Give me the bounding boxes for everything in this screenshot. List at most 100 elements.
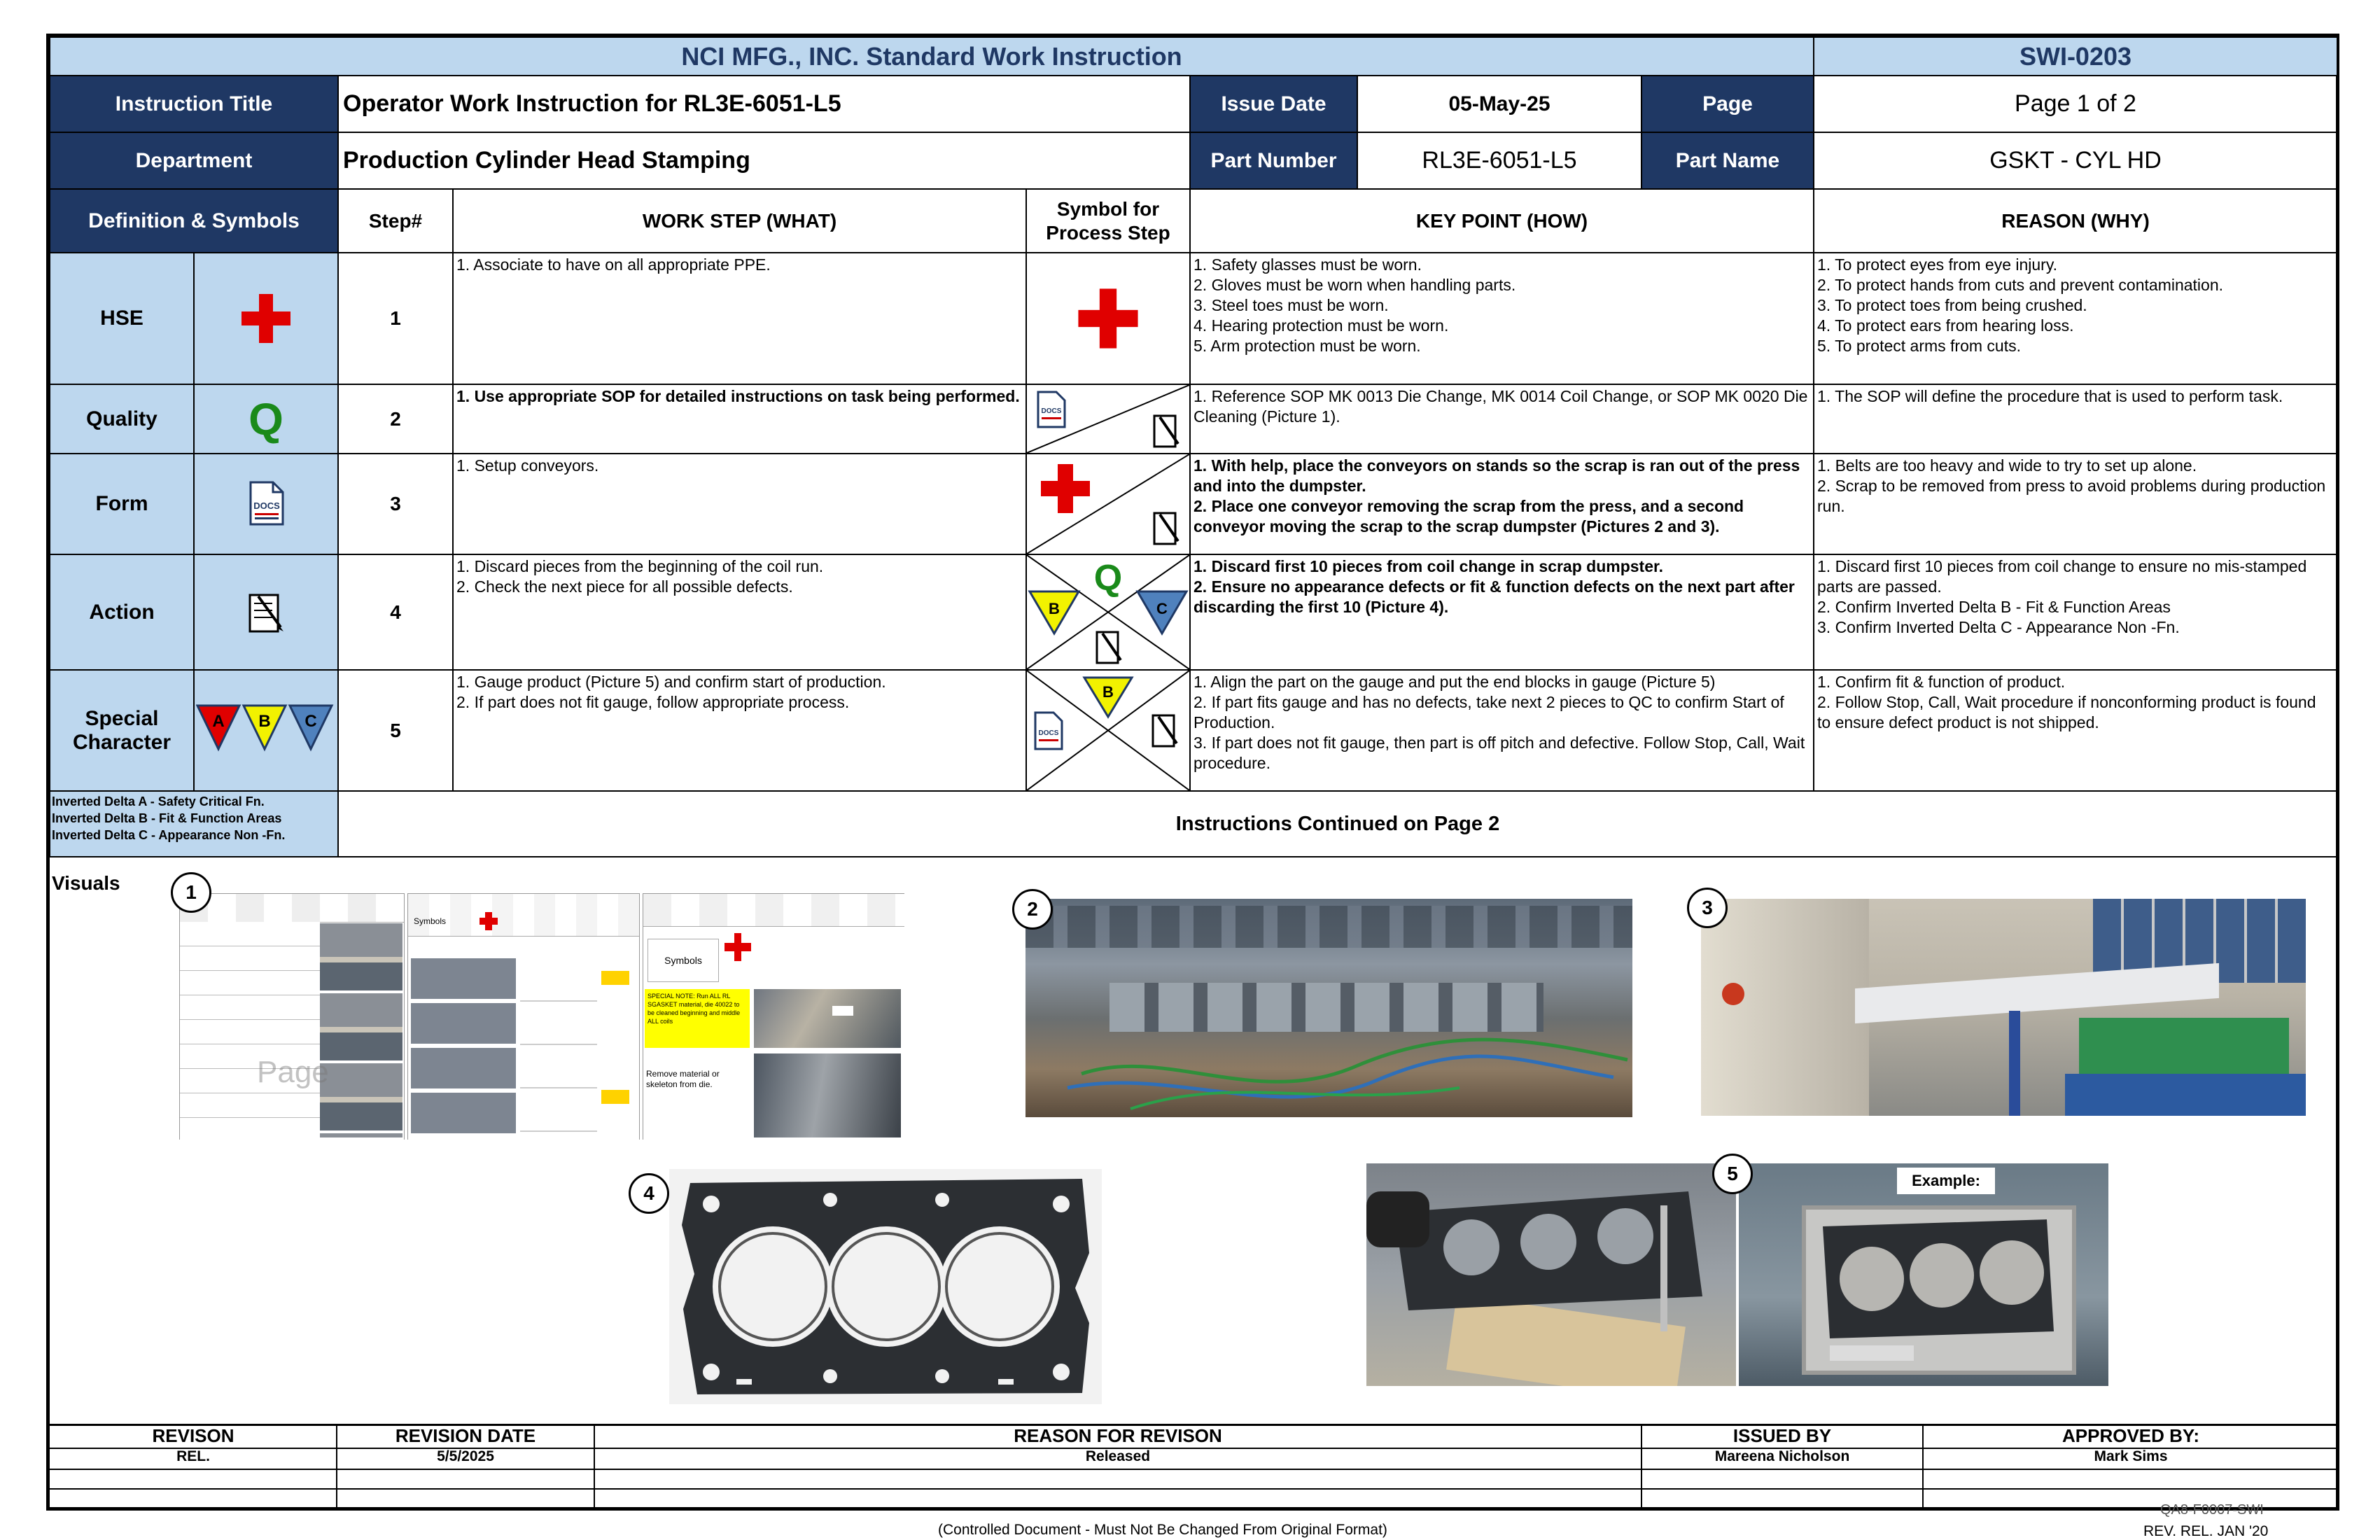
tri-b-text: B — [258, 712, 270, 731]
picture-2-press-photo — [1026, 899, 1632, 1117]
department-label: Department — [49, 132, 339, 190]
revision-approved-by: Mark Sims — [2094, 1448, 2168, 1464]
visuals-label: Visuals — [52, 872, 120, 894]
step-1-why: 1. To protect eyes from eye injury. 2. T… — [1813, 252, 2338, 385]
inverted-delta-abc-icon: A B C — [196, 704, 334, 751]
legend-hse-label: HSE — [49, 252, 195, 385]
docs-icon: DOCS — [249, 481, 284, 526]
step-3-symbol — [1026, 453, 1191, 555]
page-number: Page 1 of 2 — [1813, 75, 2338, 133]
picture-5-example-photo: Example: — [1739, 1163, 2108, 1386]
revision-top-line — [49, 1424, 2338, 1426]
rev-release: REV. REL. JAN '20 — [2143, 1523, 2269, 1539]
step-1-symbol — [1026, 252, 1191, 385]
sop-special-note: SPECIAL NOTE: Run ALL RL SGASKET materia… — [645, 989, 750, 1048]
step-5-symbol: B DOCS — [1026, 669, 1191, 792]
revision-col-4 — [1922, 1424, 1924, 1508]
issue-date-label: Issue Date — [1189, 75, 1358, 133]
picture-4-number: 4 — [629, 1173, 669, 1214]
sop-watermark: Page — [257, 1055, 329, 1089]
red-cross-icon — [1041, 464, 1090, 513]
part-number-label: Part Number — [1189, 132, 1358, 190]
doc-number-cell: SWI-0203 — [1813, 36, 2338, 76]
step-5-why: 1. Confirm fit & function of product. 2.… — [1813, 669, 2338, 792]
step-5-how: 1. Align the part on the gauge and put t… — [1189, 669, 1814, 792]
revision-header-issued: ISSUED BY — [1732, 1425, 1832, 1446]
step-4-number: 4 — [337, 554, 454, 671]
docs-icon-text: DOCS — [1042, 407, 1062, 415]
delta-b-icon — [1028, 590, 1081, 636]
revision-col-2 — [594, 1424, 595, 1508]
revision-header-approved: APPROVED BY: — [2062, 1425, 2199, 1446]
col-step: Step# — [337, 188, 454, 253]
step-1-what: 1. Associate to have on all appropriate … — [452, 252, 1027, 385]
step-5-symbol-art: B DOCS — [1027, 671, 1189, 790]
col-symbol: Symbol for Process Step — [1026, 188, 1191, 253]
step-3-why: 1. Belts are too heavy and wide to try t… — [1813, 453, 2338, 555]
tri-a-text: A — [212, 712, 224, 731]
revision-line-3 — [49, 1488, 2338, 1490]
tri-c-text: C — [304, 712, 316, 731]
controlled-document-note: (Controlled Document - Must Not Be Chang… — [938, 1522, 1387, 1538]
docs-icon: DOCS — [1037, 391, 1066, 428]
revision-col-1 — [336, 1424, 337, 1508]
checklist-pencil-icon — [1153, 414, 1180, 448]
checklist-pencil-icon — [1153, 512, 1180, 545]
legend-action-symbol — [193, 554, 339, 671]
step-4-how: 1. Discard first 10 pieces from coil cha… — [1189, 554, 1814, 671]
step-5-number: 5 — [337, 669, 454, 792]
picture-2-number: 2 — [1012, 889, 1053, 930]
picture-3-number: 3 — [1687, 888, 1728, 928]
revision-line-1 — [49, 1448, 2338, 1449]
revision-header-date: REVISION DATE — [395, 1425, 536, 1446]
delta-c-icon — [1135, 590, 1189, 636]
continued-note: Instructions Continued on Page 2 — [337, 790, 2338, 858]
part-name: GSKT - CYL HD — [1813, 132, 2338, 190]
docs-icon-text: DOCS — [253, 500, 280, 511]
checklist-pencil-icon — [1152, 714, 1178, 748]
step-2-number: 2 — [337, 384, 454, 454]
picture-5-gauge-photo — [1366, 1163, 1736, 1386]
docs-icon: DOCS — [1034, 711, 1063, 750]
gasket-drawing — [682, 1179, 1089, 1394]
red-cross-icon — [241, 294, 290, 343]
step-2-why: 1. The SOP will define the procedure tha… — [1813, 384, 2338, 454]
picture-1-number: 1 — [171, 872, 211, 913]
col-work-step: WORK STEP (WHAT) — [452, 188, 1027, 253]
delta-b-icon — [1082, 676, 1134, 719]
delta-b-text: B — [1049, 600, 1060, 617]
legend-quality-symbol: Q — [193, 384, 339, 454]
quality-q-icon: Q — [1094, 558, 1122, 598]
step-3-number: 3 — [337, 453, 454, 555]
legend-form-label: Form — [49, 453, 195, 555]
step-4-symbol: Q B C — [1026, 554, 1191, 671]
legend-special-symbol: A B C — [193, 669, 339, 792]
page-label: Page — [1641, 75, 1814, 133]
col-reason: REASON (WHY) — [1813, 188, 2338, 253]
part-number: RL3E-6051-L5 — [1357, 132, 1642, 190]
legend-action-label: Action — [49, 554, 195, 671]
department: Production Cylinder Head Stamping — [337, 132, 1191, 190]
picture-1-sop-thumbnails: Page Symbols Symbols SPECIAL NOTE: Run A… — [179, 893, 904, 1140]
step-3-symbol-art — [1027, 454, 1189, 554]
checklist-pencil-icon — [248, 594, 284, 632]
issue-date: 05-May-25 — [1357, 75, 1642, 133]
delta-c-text: C — [1156, 600, 1168, 617]
doc-number: SWI-0203 — [2019, 41, 2132, 71]
picture-5-number: 5 — [1712, 1154, 1753, 1194]
revision-date: 5/5/2025 — [437, 1448, 494, 1464]
legend-form-symbol: DOCS — [193, 453, 339, 555]
step-1-how: 1. Safety glasses must be worn. 2. Glove… — [1189, 252, 1814, 385]
example-label: Example: — [1897, 1168, 1995, 1194]
revision-reason: Released — [1085, 1448, 1151, 1464]
delta-b-text: B — [1102, 683, 1114, 701]
revision-line-2 — [49, 1469, 2338, 1470]
part-name-label: Part Name — [1641, 132, 1814, 190]
company-title-cell: NCI MFG., INC. Standard Work Instruction — [49, 36, 1814, 76]
checklist-pencil-icon — [1096, 631, 1122, 664]
delta-notes: Inverted Delta A - Safety Critical Fn. I… — [52, 794, 286, 842]
revision-issued-by: Mareena Nicholson — [1714, 1448, 1850, 1464]
step-2-how: 1. Reference SOP MK 0013 Die Change, MK … — [1189, 384, 1814, 454]
step-4-why: 1. Discard first 10 pieces from coil cha… — [1813, 554, 2338, 671]
picture-3-conveyor-photo — [1701, 899, 2306, 1116]
